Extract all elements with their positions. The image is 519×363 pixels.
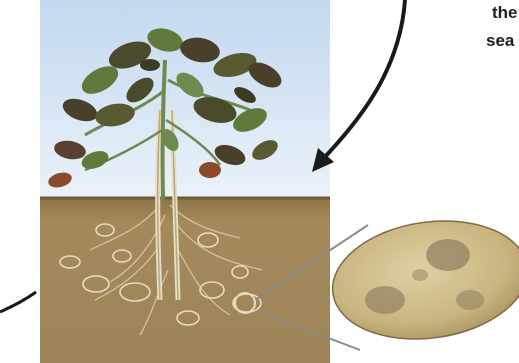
caption-line-2: sea	[486, 31, 515, 50]
caption-line-1: the	[492, 3, 518, 22]
left-arrow-fragment	[0, 292, 36, 312]
magnified-tuber	[325, 209, 519, 351]
tuber-spot	[456, 290, 484, 310]
sky-panel	[40, 0, 330, 197]
tuber-spot	[412, 269, 428, 281]
tuber-spot	[426, 239, 470, 271]
tuber-spot	[365, 286, 405, 314]
